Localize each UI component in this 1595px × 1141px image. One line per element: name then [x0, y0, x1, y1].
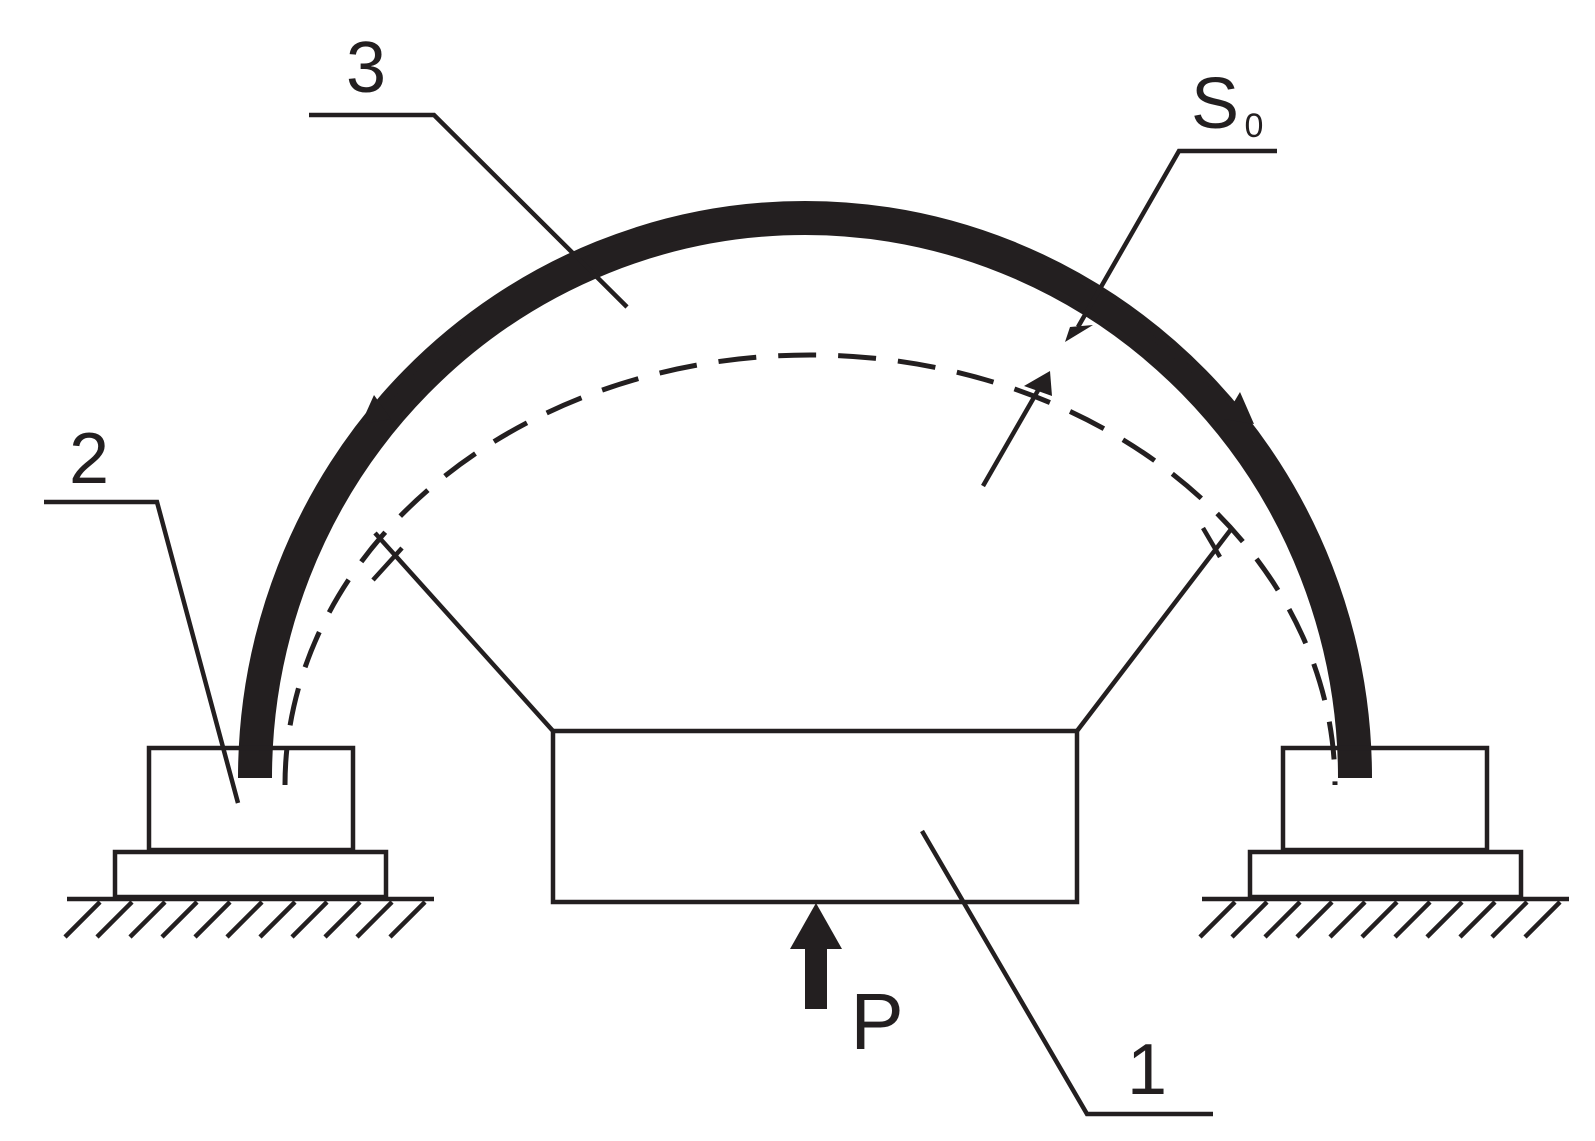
left-motion-arrow [361, 331, 469, 424]
left-clamp-base [112, 849, 389, 900]
label-part-3: 3 [346, 28, 386, 108]
punch-right-flank [1075, 526, 1234, 733]
right-clamp [1198, 745, 1569, 939]
thickness-extension-line [981, 378, 1046, 488]
thickness-arrow-outer [1065, 325, 1093, 342]
leader-line-2 [44, 499, 241, 804]
label-part-1: 1 [1127, 1030, 1167, 1110]
left-clamp [63, 745, 434, 939]
punch-right-tick [1201, 526, 1222, 559]
right-ground-hatching [1198, 900, 1562, 939]
left-ground-hatching [63, 900, 427, 939]
force-arrow [790, 903, 842, 1009]
label-force: P [850, 977, 903, 1066]
leader-line-1 [920, 829, 1213, 1117]
label-part-2: 2 [69, 419, 109, 499]
thickness-arrow-inner [1024, 371, 1052, 396]
leader-line-3 [309, 112, 629, 309]
label-thickness: S [1191, 64, 1239, 144]
label-thickness-subscript: 0 [1245, 107, 1264, 145]
deformed-profile-dashed [282, 352, 1338, 786]
leader-line-s0 [1076, 148, 1277, 329]
punch-body [550, 728, 1080, 905]
punch-left-tick [371, 546, 404, 582]
right-clamp-base [1247, 849, 1524, 900]
right-clamp-upper [1280, 745, 1490, 853]
right-motion-arrow [1145, 331, 1254, 424]
sheet-blank-arc [238, 201, 1372, 779]
punch-left-flank [373, 531, 555, 733]
